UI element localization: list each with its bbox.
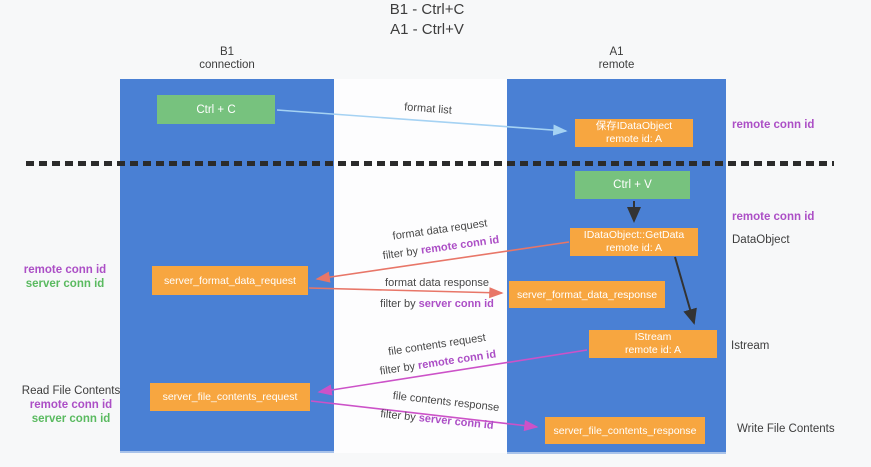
dataobject-label: DataObject bbox=[732, 234, 790, 246]
left-conn-id-group-bottom: Read File Contents remote conn id server… bbox=[21, 384, 121, 426]
format-data-response-label: format data response bbox=[385, 277, 489, 289]
machine-boundary-dashed-line bbox=[26, 161, 834, 166]
title-line-1: B1 - Ctrl+C bbox=[389, 1, 465, 18]
ctrl-c-node: Ctrl + C bbox=[157, 95, 275, 124]
server-file-contents-request-label: server_file_contents_request bbox=[162, 391, 298, 403]
istream-line2: remote id: A bbox=[624, 344, 682, 356]
left-remote-conn-id-bottom-label: remote conn id bbox=[29, 399, 113, 411]
lifeline-a1-role: remote bbox=[598, 59, 635, 71]
lifeline-b1-name: B1 bbox=[219, 46, 235, 58]
ctrl-c-label: Ctrl + C bbox=[196, 103, 236, 116]
lifeline-a1-name: A1 bbox=[609, 46, 624, 58]
left-server-conn-id-bottom-label: server conn id bbox=[31, 413, 111, 425]
getdata-line1: IDataObject::GetData bbox=[583, 229, 685, 241]
right-remote-conn-id-top-label: remote conn id bbox=[732, 119, 815, 131]
server-file-contents-response-node: server_file_contents_response bbox=[545, 417, 705, 444]
filter-prefix: filter by bbox=[380, 298, 419, 310]
save-idataobject-node: 保存IDataObject remote id: A bbox=[575, 119, 693, 147]
istream-side-label: Istream bbox=[731, 340, 770, 352]
left-conn-id-group-top: remote conn id server conn id bbox=[17, 263, 113, 291]
lifeline-header-b1: B1 connection bbox=[120, 46, 334, 72]
read-file-contents-label: Read File Contents bbox=[21, 385, 121, 397]
page-title: B1 - Ctrl+C A1 - Ctrl+V bbox=[0, 0, 854, 40]
save-idataobject-line2: remote id: A bbox=[605, 133, 663, 145]
format-data-response-filter-label: filter by server conn id bbox=[347, 298, 527, 310]
server-file-contents-request-node: server_file_contents_request bbox=[150, 383, 310, 411]
ctrl-v-node: Ctrl + V bbox=[575, 171, 690, 199]
server-file-contents-response-label: server_file_contents_response bbox=[553, 424, 697, 437]
right-remote-conn-id-mid-label: remote conn id bbox=[732, 211, 815, 223]
title-line-2: A1 - Ctrl+V bbox=[390, 21, 464, 38]
idataobject-getdata-node: IDataObject::GetData remote id: A bbox=[570, 228, 698, 256]
write-file-contents-label: Write File Contents bbox=[737, 423, 835, 435]
server-format-data-request-label: server_format_data_request bbox=[164, 274, 296, 287]
left-remote-conn-id-top-label: remote conn id bbox=[23, 264, 107, 276]
filter-key: server conn id bbox=[418, 298, 494, 310]
istream-node: IStream remote id: A bbox=[589, 330, 717, 358]
getdata-line2: remote id: A bbox=[605, 242, 663, 254]
server-format-data-request-node: server_format_data_request bbox=[152, 266, 308, 295]
lifeline-header-a1: A1 remote bbox=[507, 46, 726, 72]
lifeline-b1-role: connection bbox=[199, 59, 255, 71]
server-format-data-response-node: server_format_data_response bbox=[509, 281, 665, 308]
server-format-data-response-label: server_format_data_response bbox=[516, 288, 658, 301]
save-idataobject-line1: 保存IDataObject bbox=[595, 120, 673, 132]
left-server-conn-id-top-label: server conn id bbox=[25, 278, 105, 290]
istream-line1: IStream bbox=[634, 331, 672, 343]
ctrl-v-label: Ctrl + V bbox=[613, 179, 652, 191]
